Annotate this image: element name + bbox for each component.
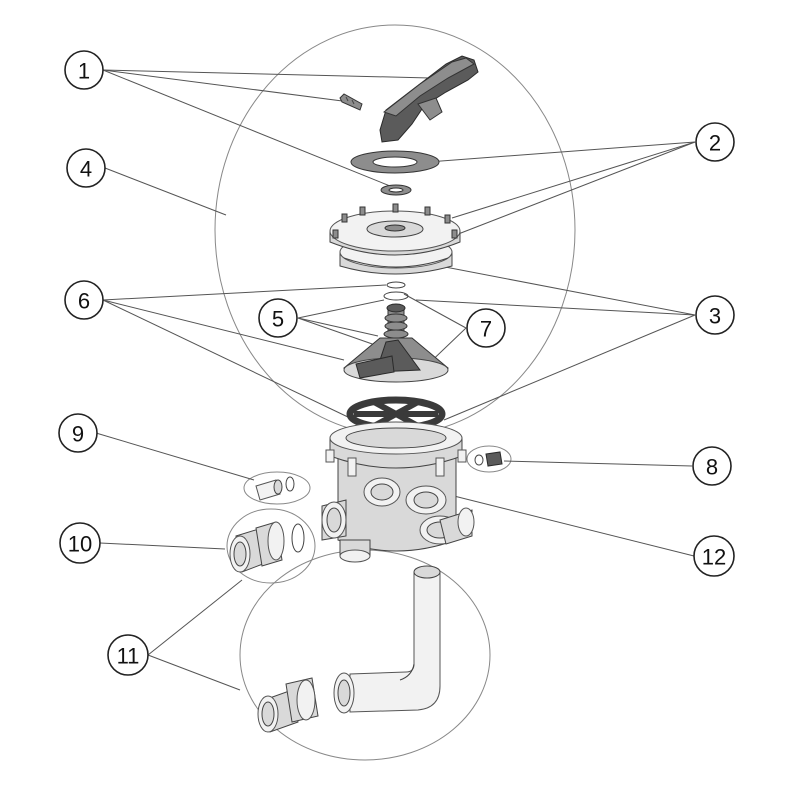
gauge-plug (474, 451, 503, 467)
lid-gasket-hole (372, 156, 418, 168)
callout-label-11: 11 (117, 644, 140, 669)
small-washer-hole (388, 187, 404, 193)
handle-pin (339, 93, 363, 111)
callout-12: 12 (693, 535, 735, 577)
rotor-cone (343, 337, 449, 383)
callout-7: 7 (466, 308, 506, 348)
union-group-outline (226, 508, 316, 584)
callout-4: 4 (66, 148, 106, 188)
callout-label-7: 7 (480, 317, 492, 342)
callout-label-10: 10 (68, 532, 92, 557)
elbow-pipe (333, 565, 441, 714)
callout-8: 8 (692, 446, 732, 486)
rotor-spindle (383, 303, 409, 339)
o-ring-upper (386, 281, 406, 289)
callout-label-2: 2 (709, 131, 721, 156)
o-ring-lower (383, 291, 409, 301)
callout-label-6: 6 (78, 289, 90, 314)
callout-label-8: 8 (706, 455, 718, 480)
callout-label-1: 1 (78, 59, 90, 84)
callout-label-3: 3 (709, 304, 721, 329)
handle (379, 55, 479, 143)
callout-9: 9 (58, 413, 98, 453)
valve-cover (329, 203, 461, 275)
drain-plug (255, 476, 295, 501)
callout-3: 3 (695, 295, 735, 335)
drain-plug-group-outline (243, 471, 311, 505)
leader-lines (95, 69, 696, 691)
callout-6: 6 (64, 280, 104, 320)
callout-label-12: 12 (702, 545, 726, 570)
callout-10: 10 (59, 522, 101, 564)
callout-2: 2 (695, 122, 735, 162)
elbow-union (257, 677, 319, 733)
callout-5: 5 (258, 298, 298, 338)
union-fitting (229, 521, 305, 573)
callout-label-5: 5 (272, 307, 284, 332)
callout-11: 11 (107, 634, 149, 676)
valve-body (321, 421, 475, 563)
pressure-gauge-group-outline (466, 445, 512, 473)
callout-label-4: 4 (80, 157, 92, 182)
callout-label-9: 9 (72, 422, 84, 447)
callout-1: 1 (64, 50, 104, 90)
